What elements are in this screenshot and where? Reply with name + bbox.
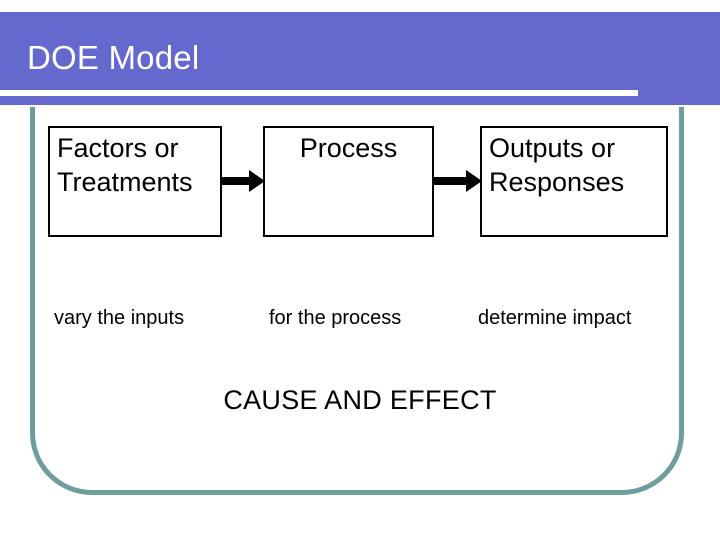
arrow-right-icon-process-to-outputs bbox=[433, 170, 482, 192]
title-divider-rule bbox=[0, 90, 638, 96]
flow-box-factors: Factors or Treatments bbox=[48, 126, 222, 237]
flow-box-outputs: Outputs or Responses bbox=[480, 126, 668, 237]
flow-box-outputs-line1: Outputs or bbox=[489, 133, 616, 163]
arrow-head bbox=[249, 170, 265, 192]
page-title: DOE Model bbox=[27, 39, 200, 76]
content-frame bbox=[30, 107, 684, 495]
slide-title-band bbox=[0, 12, 720, 105]
flow-box-outputs-line2: Responses bbox=[489, 167, 625, 197]
flow-box-factors-line2: Treatments bbox=[57, 167, 193, 197]
flow-box-outputs-label: Outputs or Responses bbox=[489, 131, 664, 199]
flow-box-factors-line1: Factors or bbox=[57, 133, 179, 163]
flow-box-process: Process bbox=[263, 126, 434, 237]
flow-box-process-label: Process bbox=[299, 133, 398, 163]
summary-cause-and-effect: CAUSE AND EFFECT bbox=[223, 385, 497, 415]
slide-title-band-lower bbox=[0, 96, 638, 105]
arrow-shaft bbox=[221, 177, 251, 185]
arrow-head bbox=[466, 170, 482, 192]
caption-vary-the-inputs: vary the inputs bbox=[54, 307, 185, 329]
caption-for-the-process: for the process bbox=[269, 307, 402, 329]
caption-determine-impact: determine impact bbox=[478, 307, 632, 329]
arrow-right-icon-factors-to-process bbox=[221, 170, 265, 192]
flow-box-factors-label: Factors or Treatments bbox=[57, 131, 218, 199]
arrow-shaft bbox=[433, 177, 468, 185]
